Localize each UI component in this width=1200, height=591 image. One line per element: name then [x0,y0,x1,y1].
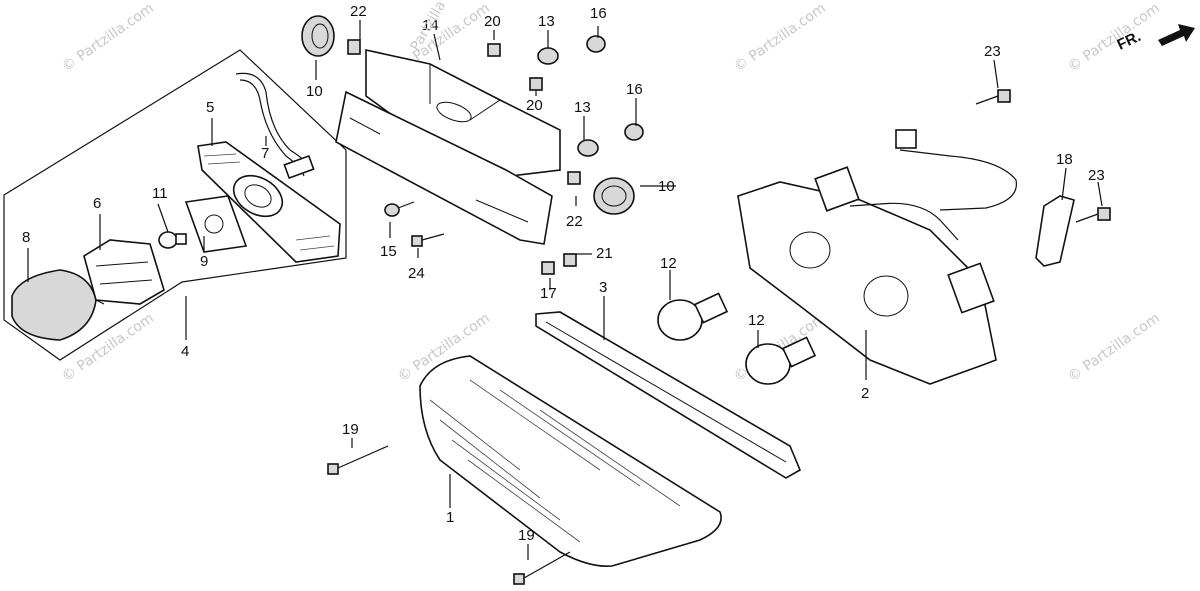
callout-20-lower: 20 [526,97,543,114]
part-21-nut [563,253,577,267]
callout-7: 7 [261,145,269,162]
callout-23-lower: 23 [1088,167,1105,184]
part-19-screw-upper [327,445,389,475]
callout-4: 4 [181,343,189,360]
callout-23-upper: 23 [984,43,1001,60]
part-24-bolt [411,233,445,247]
part-9-socket [184,195,248,253]
callout-22-lower: 22 [566,213,583,230]
part-16-nut [586,35,606,53]
part-10-grommet-lower [593,177,635,215]
part-1-taillight-lens [419,355,722,568]
part-3-gasket [535,311,802,479]
part-12-bulb-lower [745,336,817,385]
callout-12-lower: 12 [748,312,765,329]
part-7-wire-harness [235,72,315,180]
callout-14: 14 [422,17,439,34]
watermark: © Partzilla.com [1065,310,1163,385]
callout-labels: 1 2 3 4 5 6 7 8 9 10 10 11 12 12 13 13 1… [22,3,1105,544]
part-20-nut [487,43,501,57]
callout-20-upper: 20 [484,13,501,30]
callout-2: 2 [861,385,869,402]
part-6-housing-cover [83,239,165,305]
callout-24: 24 [408,265,425,282]
part-10-grommet [301,15,335,57]
callout-8: 8 [22,229,30,246]
callout-5: 5 [206,99,214,116]
callout-6: 6 [93,195,101,212]
part-16-nut-lower [624,123,644,141]
part-23-screw-lower [1075,207,1111,223]
part-13-grommet [537,47,559,65]
callout-10-upper: 10 [306,83,323,100]
part-15-screw [384,201,415,217]
part-11-bulb [158,231,187,249]
callout-18: 18 [1056,151,1073,168]
callout-1: 1 [446,509,454,526]
callout-16-upper: 16 [590,5,607,22]
part-18-bracket [1035,195,1075,267]
part-13-grommet-lower [577,139,599,157]
part-5-reflector [197,141,341,263]
callout-21: 21 [596,245,613,262]
callout-12-upper: 12 [660,255,677,272]
license-light-assembly-bracket [3,49,347,361]
part-19-screw-lower [513,551,571,585]
callout-19-lower: 19 [518,527,535,544]
callout-13-lower: 13 [574,99,591,116]
callout-3: 3 [599,279,607,296]
callout-10-lower: 10 [658,178,675,195]
front-arrow-icon [1158,24,1195,46]
callout-9: 9 [200,253,208,270]
leader-lines [27,20,1103,560]
callout-15: 15 [380,243,397,260]
part-22-collar-lower [567,171,581,185]
watermark: © Partzilla.com [59,0,157,75]
part-20-nut-lower [529,77,543,91]
license-light-body [335,90,553,245]
part-22-collar [347,39,361,55]
part-23-screw-upper [975,89,1011,105]
callout-11: 11 [152,185,168,202]
callout-17: 17 [540,285,557,302]
callout-22-upper: 22 [350,3,367,20]
callout-16-lower: 16 [626,81,643,98]
callout-19-upper: 19 [342,421,359,438]
part-2-taillight-housing [737,129,1018,385]
callout-13-upper: 13 [538,13,555,30]
part-17-collar [541,261,555,275]
part-12-bulb-upper [657,292,729,341]
watermark: © Partzilla.com [731,0,829,75]
